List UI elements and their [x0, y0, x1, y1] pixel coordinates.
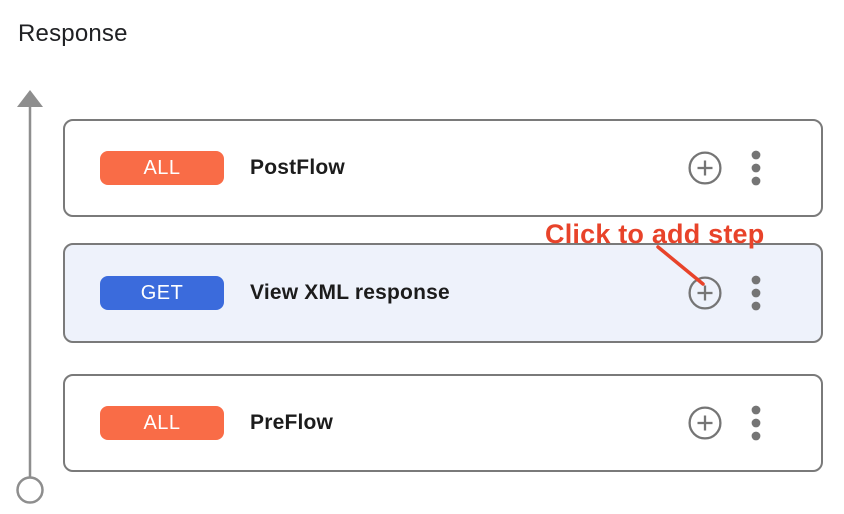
- plus-circle-icon: [688, 151, 722, 185]
- flow-card-title: View XML response: [250, 281, 450, 304]
- flow-direction-arrow-icon: [16, 90, 44, 504]
- more-options-button[interactable]: [751, 275, 761, 311]
- plus-circle-icon: [688, 406, 722, 440]
- plus-circle-icon: [688, 276, 722, 310]
- card-actions: [688, 405, 761, 441]
- flow-card-preflow[interactable]: ALL PreFlow: [63, 374, 823, 472]
- add-step-button[interactable]: [688, 406, 722, 440]
- flow-card-view-xml-response[interactable]: GET View XML response: [63, 243, 823, 343]
- flow-card-title: PostFlow: [250, 156, 345, 179]
- more-options-button[interactable]: [751, 150, 761, 186]
- kebab-menu-icon: [751, 275, 761, 311]
- flow-card-list: ALL PostFlow: [63, 119, 823, 472]
- card-gap: [63, 343, 823, 374]
- add-step-button[interactable]: [688, 151, 722, 185]
- add-step-button[interactable]: [688, 276, 722, 310]
- flow-card-postflow[interactable]: ALL PostFlow: [63, 119, 823, 217]
- more-options-button[interactable]: [751, 405, 761, 441]
- page-title: Response: [18, 20, 128, 47]
- flow-card-title: PreFlow: [250, 411, 334, 434]
- method-badge: ALL: [100, 406, 224, 440]
- kebab-menu-icon: [751, 405, 761, 441]
- method-badge: ALL: [100, 151, 224, 185]
- card-actions: [688, 275, 761, 311]
- annotation-label: Click to add step: [545, 219, 765, 249]
- kebab-menu-icon: [751, 150, 761, 186]
- annotation-pointer-line: [656, 245, 705, 286]
- method-badge: GET: [100, 276, 224, 310]
- card-actions: [688, 150, 761, 186]
